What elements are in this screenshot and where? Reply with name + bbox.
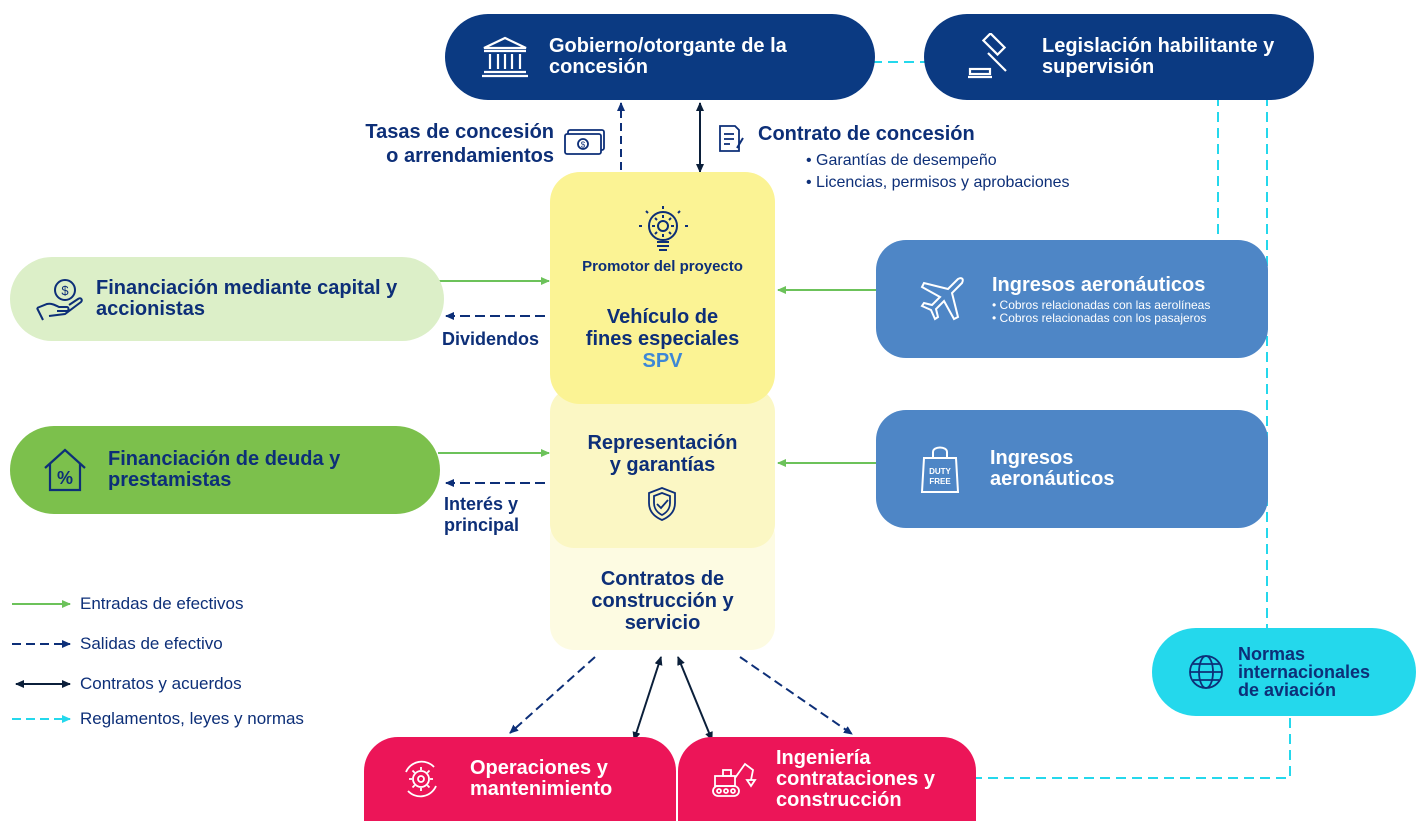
epc-contract-arrow: [677, 656, 713, 741]
fees-line1: Tasas de concesión: [365, 121, 554, 143]
contract-bullet: • Garantías de desempeño: [806, 152, 997, 169]
legend-item-contract: Contratos y acuerdos: [80, 674, 242, 693]
nonaero-line2: aeronáuticos: [990, 468, 1115, 490]
equity-line1: Financiación mediante capital y: [96, 277, 398, 299]
contracts-line2: construcción y: [591, 590, 734, 612]
fees-line2: o arrendamientos: [386, 145, 554, 167]
gavel-icon: [964, 31, 1016, 83]
contracts-line1: Contratos de: [600, 568, 725, 590]
spv-vehicle-label: Vehículo de fines especiales SPV: [550, 306, 775, 372]
globe-icon: [1184, 650, 1228, 694]
government-building-icon: [479, 31, 531, 83]
equity-financing-box: $ Financiación mediante capital y accion…: [10, 257, 444, 341]
svg-text:FREE: FREE: [929, 477, 951, 486]
operations-box: Operaciones y mantenimiento: [364, 737, 676, 821]
aero-title: Ingresos aeronáuticos: [992, 274, 1206, 296]
contract-document-icon: [716, 124, 746, 154]
ops-line1: Operaciones y: [470, 757, 608, 779]
house-percent-icon: %: [40, 444, 90, 496]
aero-revenue-box: Ingresos aeronáuticos • Cobros relaciona…: [876, 240, 1268, 358]
legislation-box: Legislación habilitante y supervisión: [924, 14, 1314, 100]
legis-label-line1: Legislación habilitante y: [1042, 35, 1275, 57]
contracts-line3: servicio: [624, 612, 701, 634]
dividends-label: Dividendos: [442, 329, 540, 349]
legend-item-cash-in: Entradas de efectivos: [80, 594, 244, 613]
legis-label-line2: supervisión: [1042, 56, 1155, 78]
representation-panel: [550, 388, 775, 548]
debt-financing-box: % Financiación de deuda y prestamistas: [10, 426, 440, 514]
gear-cycle-icon: [398, 756, 444, 802]
norms-line1: Normas: [1238, 644, 1306, 664]
aero-bullet: • Cobros relacionadas con los pasajeros: [992, 311, 1207, 325]
legend-item-cash-out: Salidas de efectivo: [80, 634, 223, 653]
reg-line-norms-epc: [972, 718, 1291, 779]
gov-grantor-box: Gobierno/otorgante de la concesión: [445, 14, 875, 100]
interest-line2: principal: [444, 515, 520, 535]
epc-outflow-arrow: [739, 656, 853, 735]
epc-line3: construcción: [776, 788, 902, 811]
spv-panel: [550, 172, 775, 404]
epc-box: Ingeniería contrataciones y construcción: [678, 737, 976, 821]
duty-free-bag-icon: DUTY FREE: [916, 441, 964, 497]
svg-text:$: $: [581, 141, 586, 150]
concession-fees-label: Tasas de concesión o arrendamientos: [330, 120, 554, 168]
debt-line2: prestamistas: [108, 469, 232, 491]
rep-line1: Representación: [587, 432, 738, 454]
spv-acronym: SPV: [642, 350, 683, 372]
concession-contract-title: Contrato de concesión: [758, 123, 975, 145]
spv-vehicle-line2: fines especiales: [585, 328, 740, 350]
gov-label-line2: concesión: [549, 56, 648, 78]
legend-item-regulation: Reglamentos, leyes y normas: [80, 709, 304, 728]
interest-principal-label: Interés y principal: [444, 494, 519, 536]
ops-line2: mantenimiento: [470, 778, 613, 800]
interest-line1: Interés y: [444, 494, 519, 514]
contracts-label: Contratos de construcción y servicio: [550, 568, 775, 634]
cash-icon: $: [564, 128, 606, 156]
intl-norms-box: Normas internacionales de aviación: [1152, 628, 1416, 716]
lightbulb-gear-icon: [638, 204, 688, 260]
concession-contract-bullets: • Garantías de desempeño • Licencias, pe…: [806, 150, 1070, 194]
promoter-label: Promotor del proyecto: [582, 258, 743, 275]
debt-line1: Financiación de deuda y: [108, 448, 341, 470]
gov-label-line1: Gobierno/otorgante de la: [549, 35, 787, 57]
ops-outflow-arrow: [509, 656, 596, 734]
svg-text:$: $: [61, 283, 69, 298]
svg-text:DUTY: DUTY: [929, 467, 951, 476]
representation-label: Representación y garantías: [550, 432, 775, 476]
hand-money-icon: $: [34, 273, 86, 325]
norms-line3: de aviación: [1238, 680, 1337, 700]
nonaero-line1: Ingresos: [990, 447, 1074, 469]
contract-bullet: • Licencias, permisos y aprobaciones: [806, 174, 1070, 191]
rep-line2: y garantías: [609, 454, 716, 476]
nonaero-revenue-box: DUTY FREE Ingresos aeronáuticos: [876, 410, 1268, 528]
spv-vehicle-line1: Vehículo de: [606, 306, 719, 328]
aero-bullet: • Cobros relacionadas con las aerolíneas: [992, 298, 1211, 312]
norms-line2: internacionales: [1238, 662, 1371, 682]
shield-check-icon: [644, 484, 680, 524]
svg-text:%: %: [57, 468, 73, 488]
equity-line2: accionistas: [96, 298, 205, 320]
ops-contract-arrow: [632, 656, 663, 741]
excavator-icon: [708, 756, 758, 802]
epc-line1: Ingeniería: [776, 746, 871, 769]
airplane-icon: [914, 271, 970, 327]
epc-line2: contrataciones y: [776, 767, 935, 790]
